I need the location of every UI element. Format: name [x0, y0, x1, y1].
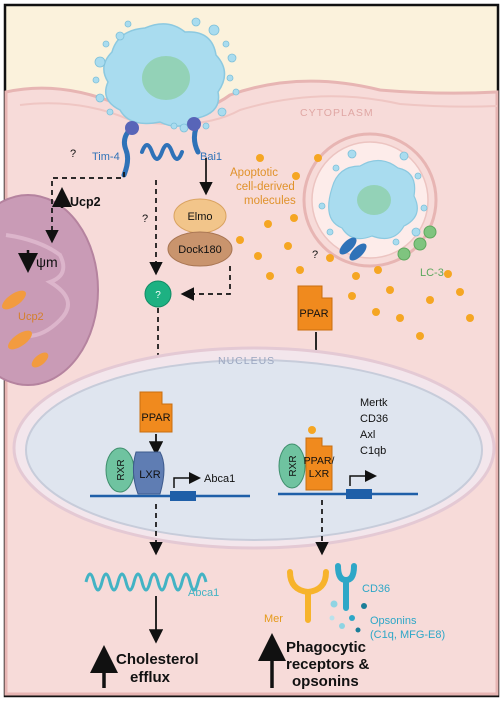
dock180-label: Dock180 — [178, 244, 221, 256]
apoptotic-blebs — [92, 17, 240, 133]
apoptotic-molecules-label-3: molecules — [244, 195, 296, 207]
bai1-receptor — [140, 143, 184, 161]
lxr-left-label: LXR — [139, 469, 160, 481]
nucleus-label: NUCLEUS — [218, 355, 275, 367]
ucp2-up-label: Ucp2 — [70, 195, 101, 209]
tim4-question-mark: ? — [70, 148, 76, 160]
opsonins-label-1: Opsonins — [370, 615, 417, 627]
mer-label: Mer — [264, 613, 283, 625]
ppar-lxr-label-2: LXR — [309, 468, 330, 480]
mer-receptor — [287, 569, 329, 623]
phagosome-blebs — [318, 149, 428, 246]
phagocytic-label-3: opsonins — [292, 673, 359, 690]
dock180-to-unknown-arrow — [180, 266, 231, 301]
cholesterol-label-1: Cholesterol — [116, 651, 199, 668]
tim4-to-mito-arrow — [45, 172, 125, 244]
target-gene-c1qb: C1qb — [360, 445, 386, 457]
apoptotic-molecules-label-1: Apoptotic — [230, 167, 278, 179]
ppar-cytoplasm-label: PPAR — [299, 308, 328, 320]
phagosome-receptor — [339, 237, 367, 261]
molecules-question-mark: ? — [312, 249, 318, 261]
nucleus — [12, 346, 496, 550]
receptor-question-mark: ? — [142, 213, 148, 225]
ppar-cytoplasm — [297, 285, 333, 331]
cd36-label: CD36 — [362, 583, 390, 595]
ucp2-channel — [8, 330, 32, 350]
phosphatidylserine-ligand — [187, 117, 201, 131]
elmo-label: Elmo — [187, 211, 212, 223]
ppar-lxr-label-1: PPAR/ — [304, 455, 335, 467]
phosphatidylserine-ligand — [125, 121, 139, 135]
apoptotic-cell — [103, 23, 226, 127]
phagocytic-label-1: Phagocytic — [286, 639, 366, 656]
target-genes-transcription-arrow — [349, 470, 377, 486]
apoptotic-molecules-label-2: cell-derived — [236, 181, 295, 193]
bai1-label: Bai1 — [200, 151, 222, 163]
cd36-receptor — [335, 563, 357, 611]
abca1-transporter — [84, 572, 208, 592]
target-gene-mertk: Mertk — [360, 397, 388, 409]
target-gene-axl: Axl — [360, 429, 375, 441]
lc3-label: LC-3 — [420, 267, 444, 279]
ucp2-channel — [31, 352, 49, 368]
psi-m-label: ψm — [36, 254, 58, 270]
abca1-gene-label: Abca1 — [204, 473, 235, 485]
rxr-left-label: RXR — [116, 459, 127, 480]
ppar-nucleus — [139, 391, 173, 433]
ucp2-mito-label: Ucp2 — [18, 311, 44, 323]
ucp2-channel — [2, 290, 26, 310]
abca1-protein-label: Abca1 — [188, 587, 219, 599]
lc3-markers — [397, 225, 437, 261]
left-gene-complex — [90, 447, 250, 501]
phagocytic-label-2: receptors & — [286, 656, 370, 673]
cytoplasm-label: CYTOPLASM — [300, 107, 374, 119]
unknown-mediator-label: ? — [155, 290, 161, 301]
tim4-label: Tim-4 — [92, 151, 120, 163]
unknown-mediator — [144, 280, 172, 308]
abca1-transcription-arrow — [173, 472, 201, 488]
tim4-receptor — [121, 129, 131, 178]
right-gene-complex — [278, 426, 418, 499]
ppar-nucleus-label: PPAR — [141, 412, 170, 424]
dock180-protein — [167, 231, 233, 267]
mitochondrion — [0, 194, 99, 386]
rxr-right-label: RXR — [288, 455, 299, 476]
target-gene-cd36: CD36 — [360, 413, 388, 425]
receptor-cluster — [121, 117, 201, 178]
cholesterol-label-2: efflux — [130, 669, 171, 686]
opsonin-dots — [329, 600, 367, 633]
opsonins-label-2: (C1q, MFG-E8) — [370, 629, 445, 641]
